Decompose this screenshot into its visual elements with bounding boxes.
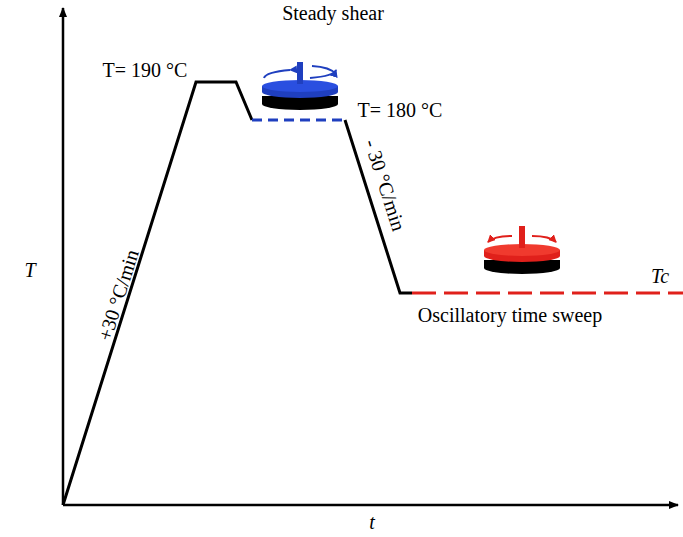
steady-shear-icon [262, 62, 338, 110]
heating-ramp [63, 82, 252, 505]
process-label: Oscillatory time sweep [418, 304, 602, 326]
shear-plateau [252, 119, 347, 122]
cooling-ramp [345, 120, 412, 293]
temperature-label: Tc [651, 265, 669, 287]
temperature-label: T= 180 °C [358, 99, 443, 121]
oscillatory-icon [484, 226, 560, 274]
y-axis [62, 8, 65, 505]
axis-label: t [369, 511, 375, 533]
heating-rate-label: +30 °C/min [93, 247, 142, 344]
cooling-rate-label: - 30 °C/min [360, 137, 410, 234]
isothermal-line [412, 292, 683, 295]
x-axis [63, 504, 678, 507]
temperature-label: T= 190 °C [103, 59, 188, 81]
process-label: Steady shear [282, 2, 384, 24]
axis-label: T [24, 259, 35, 281]
